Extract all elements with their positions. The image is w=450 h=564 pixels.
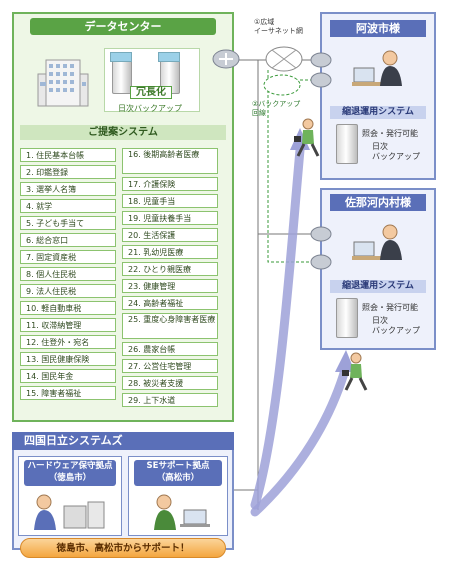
awa-subsystem-title: 縮退運用システム: [330, 106, 426, 119]
datacenter-title: データセンター: [30, 18, 216, 35]
system-item: 3. 選挙人名簿: [20, 182, 116, 196]
system-item: 13. 国民健康保険: [20, 352, 116, 366]
sanagochi-info-backup: 日次 バックアップ: [372, 316, 420, 335]
ethernet-cloud-icon: [264, 44, 304, 74]
server-icon: [336, 298, 358, 338]
system-item: 5. 子ども手当て: [20, 216, 116, 230]
proposal-title: ご提案システム: [20, 125, 226, 140]
awa-info-backup: 日次 バックアップ: [372, 142, 420, 161]
system-item: 8. 個人住民税: [20, 267, 116, 281]
server-top-icon: [110, 52, 132, 62]
se-support-title: SEサポート拠点 （高松市）: [134, 460, 222, 486]
awa-info-query: 照会・発行可能: [362, 129, 418, 138]
sanagochi-title: 佐那河内村様: [330, 194, 426, 211]
system-item: 15. 障害者福祉: [20, 386, 116, 400]
system-item: 2. 印鑑登録: [20, 165, 116, 179]
shikoku-title: 四国日立システムズ: [12, 432, 234, 450]
router-icon: [212, 48, 240, 70]
system-item: 21. 乳幼児医療: [122, 245, 218, 259]
backup-cloud-icon: [262, 72, 302, 98]
system-item: 29. 上下水道: [122, 393, 218, 407]
redundancy-label: 冗長化: [130, 86, 172, 99]
operator-with-pc-icon: [352, 222, 412, 266]
system-item: 17. 介護保険: [122, 177, 218, 191]
awa-title: 阿波市様: [330, 20, 426, 37]
se-engineer-icon: [146, 492, 216, 532]
system-item: 28. 被災者支援: [122, 376, 218, 390]
system-item: 6. 総合窓口: [20, 233, 116, 247]
system-item: 19. 児童扶養手当: [122, 211, 218, 225]
system-item: 10. 軽自動車税: [20, 301, 116, 315]
system-item: 12. 住登外・宛名: [20, 335, 116, 349]
router-icon: [310, 226, 332, 242]
router-icon: [310, 52, 332, 68]
server-icon: [336, 124, 358, 164]
system-item: 18. 児童手当: [122, 194, 218, 208]
building-icon: [34, 52, 94, 112]
system-item: 25. 重度心身障害者医療: [122, 313, 218, 339]
backup-line-label: ②バックアップ 回線: [252, 100, 301, 117]
system-item: 11. 収滞納管理: [20, 318, 116, 332]
server-top-icon: [158, 52, 180, 62]
system-item: 24. 高齢者福祉: [122, 296, 218, 310]
system-item: 27. 公営住宅管理: [122, 359, 218, 373]
walking-engineer-icon: [340, 352, 370, 392]
system-item: 7. 固定資産税: [20, 250, 116, 264]
system-item: 9. 法人住民税: [20, 284, 116, 298]
daily-backup-label: 日次バックアップ: [118, 104, 182, 113]
walking-engineer-icon: [292, 118, 322, 158]
sanagochi-subsystem-title: 縮退運用システム: [330, 280, 426, 293]
system-item: 26. 農家台帳: [122, 342, 218, 356]
system-item: 16. 後期高齢者医療: [122, 148, 218, 174]
system-item: 1. 住民基本台帳: [20, 148, 116, 162]
support-banner: 徳島市、高松市からサポート！: [20, 538, 226, 558]
hw-maintenance-title: ハードウェア保守拠点 （徳島市）: [24, 460, 116, 486]
sanagochi-info-query: 照会・発行可能: [362, 303, 418, 312]
hw-engineer-icon: [30, 492, 110, 532]
system-item: 20. 生活保護: [122, 228, 218, 242]
ethernet-label: ①広域 イーサネット網: [254, 18, 303, 35]
system-item: 22. ひとり親医療: [122, 262, 218, 276]
system-item: 14. 国民年金: [20, 369, 116, 383]
system-item: 23. 健康管理: [122, 279, 218, 293]
system-item: 4. 就学: [20, 199, 116, 213]
router-icon: [310, 254, 332, 270]
router-icon: [310, 72, 332, 88]
operator-with-pc-icon: [352, 48, 412, 92]
